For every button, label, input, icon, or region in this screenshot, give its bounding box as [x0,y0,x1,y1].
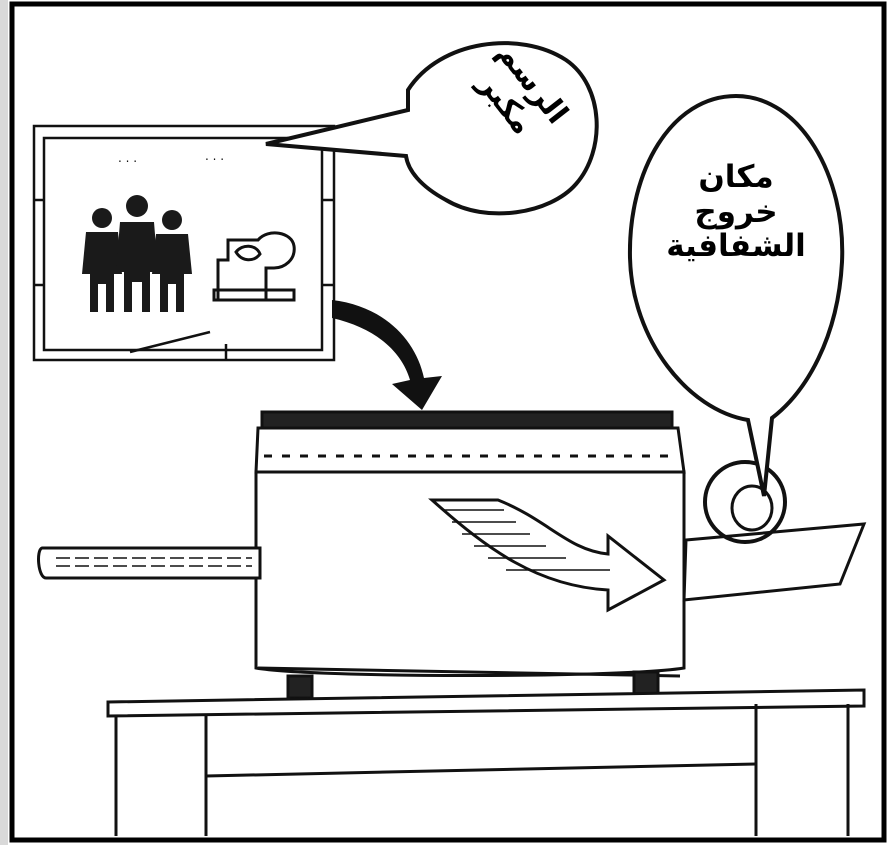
output-tray [684,524,864,600]
group-of-people-icon [82,195,192,312]
exit-callout-line1: مكان [652,160,820,195]
left-feed-tray [39,548,260,578]
exit-callout-line3: الشفافية [652,229,820,264]
panel-top-dots-2: . . . [205,149,224,163]
table [108,690,864,836]
machine-icon [214,233,294,300]
exit-callout-text: مكان خروج الشفافية [652,160,820,264]
curved-arrow-icon [332,300,442,410]
exit-callout-line2: خروج [652,195,820,230]
left-edge-strip [0,0,8,845]
panel-top-dots: . . . [118,151,137,165]
